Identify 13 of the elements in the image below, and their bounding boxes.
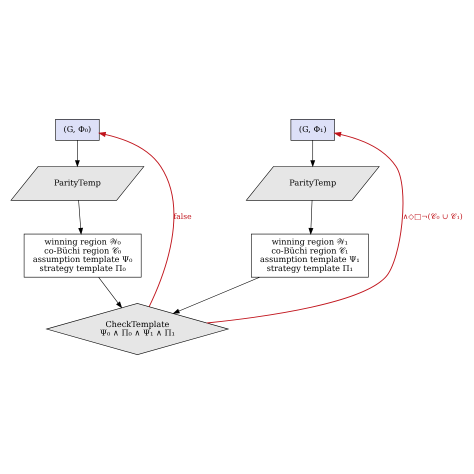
arrow: [98, 132, 174, 307]
node-box: (G, Φ₀): [55, 119, 100, 141]
arrow: [308, 200, 314, 235]
node-box: (G, Φ₁): [290, 119, 335, 141]
node-diamond: CheckTemplate Ψ₀ ∧ Π₀ ∧ Ψ₁ ∧ Π₁: [45, 303, 230, 355]
arrow: [98, 277, 122, 308]
arrow: [310, 140, 316, 168]
arrow: [74, 140, 80, 168]
node-box: winning region 𝒲₀ co-Büchi region 𝒞₀ assumption template Ψ₀ strategy template Π₀: [24, 234, 142, 278]
node-box: winning region 𝒲₁ co-Büchi region 𝒞₁ assumption template Ψ₁ strategy template Π₁: [251, 234, 369, 278]
arrow: [78, 200, 84, 235]
arrow: [172, 276, 260, 314]
arrow: [206, 132, 404, 324]
